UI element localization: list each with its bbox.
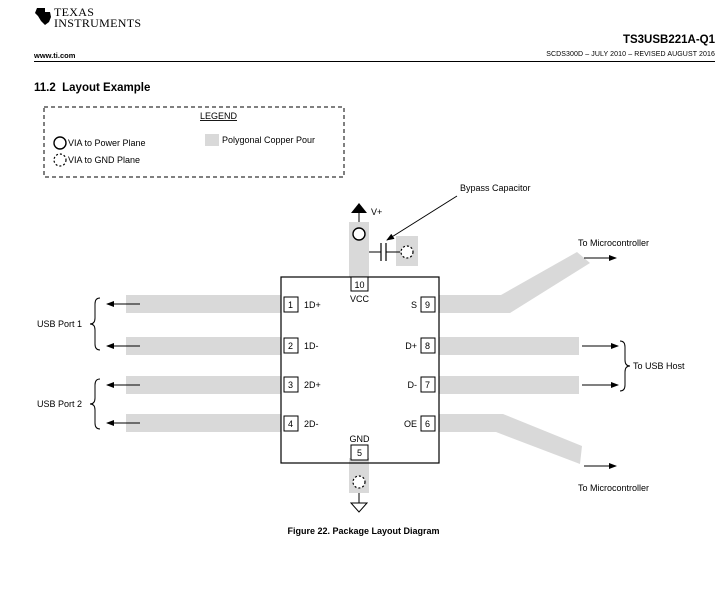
pin-4: 4 2D- [283,415,319,432]
pin-1: 1 1D+ [283,296,321,313]
usb-port1-brace [89,297,101,351]
trace-pin2 [126,337,281,355]
trace-pin6 [439,414,582,464]
svg-text:9: 9 [425,300,430,310]
trace-pin8 [439,337,579,355]
usb-port2-brace [89,378,101,430]
svg-text:2: 2 [288,341,293,351]
power-via-icon [53,136,67,150]
legend-copper-pour: Polygonal Copper Pour [222,135,315,145]
trace-pin9 [439,252,590,313]
legend-power-via: VIA to Power Plane [68,138,146,148]
svg-text:10: 10 [354,280,364,290]
company-name-line1: Texas [54,5,95,19]
ground-symbol-icon [349,502,369,513]
svg-text:2D-: 2D- [304,419,319,429]
header-rule [34,61,715,62]
pin-2: 2 1D- [283,337,319,354]
svg-text:D-: D- [408,380,418,390]
usb-host-label: To USB Host [633,361,685,371]
legend-title: LEGEND [200,111,238,121]
pin-6: 6 OE [404,415,436,432]
svg-text:2D+: 2D+ [304,380,321,390]
cap-gnd-via [400,245,414,259]
gnd-via [352,475,366,489]
svg-text:1D-: 1D- [304,341,319,351]
legend-box: LEGEND VIA to Power Plane VIA to GND Pla… [43,106,345,178]
vplus-arrow-icon [351,203,367,213]
usb-host-brace [619,340,631,392]
trace-pin4 [126,414,281,432]
svg-text:6: 6 [425,419,430,429]
svg-text:GND: GND [350,434,371,444]
svg-text:8: 8 [425,341,430,351]
copper-pour-swatch [205,134,219,146]
section-number: 11.2 [34,82,56,94]
company-name-line2: Instruments [54,16,142,30]
website-link[interactable]: www.ti.com [34,51,76,60]
svg-text:5: 5 [357,448,362,458]
trace-pin3 [126,376,281,394]
svg-text:VCC: VCC [350,294,370,304]
pin-10: 10 VCC [350,276,370,304]
usb-port1-label: USB Port 1 [37,319,82,329]
pin-7: 7 D- [408,376,436,393]
texas-state-icon [35,8,51,25]
part-number: TS3USB221A-Q1 [622,34,715,46]
trace-pin7 [439,376,579,394]
figure-caption: Figure 22. Package Layout Diagram [287,526,440,536]
trace-pin1 [126,295,281,313]
section-heading: 11.2 Layout Example [34,82,150,94]
svg-text:D+: D+ [405,341,417,351]
ti-logo [35,8,51,25]
bypass-label: Bypass Capacitor [460,183,531,193]
usb-port2-label: USB Port 2 [37,399,82,409]
svg-text:7: 7 [425,380,430,390]
section-title: Layout Example [62,82,151,94]
gnd-via-icon [53,153,67,167]
vplus-label: V+ [371,207,382,217]
pin-9: 9 S [411,296,436,313]
company-name: Texas Instruments [54,5,142,30]
svg-text:3: 3 [288,380,293,390]
svg-text:S: S [411,300,417,310]
power-via [352,227,366,241]
bypass-pointer [386,195,458,241]
svg-text:4: 4 [288,419,293,429]
document-id: SCDS300D – JULY 2010 – REVISED AUGUST 20… [546,51,715,58]
micro-bottom-label: To Microcontroller [578,483,649,493]
svg-text:1: 1 [288,300,293,310]
pin-5: GND 5 [350,434,371,461]
svg-text:1D+: 1D+ [304,300,321,310]
svg-text:OE: OE [404,419,417,429]
pin-8: 8 D+ [405,337,436,354]
legend-gnd-via: VIA to GND Plane [68,155,140,165]
pin-3: 3 2D+ [283,376,321,393]
micro-top-label: To Microcontroller [578,238,649,248]
